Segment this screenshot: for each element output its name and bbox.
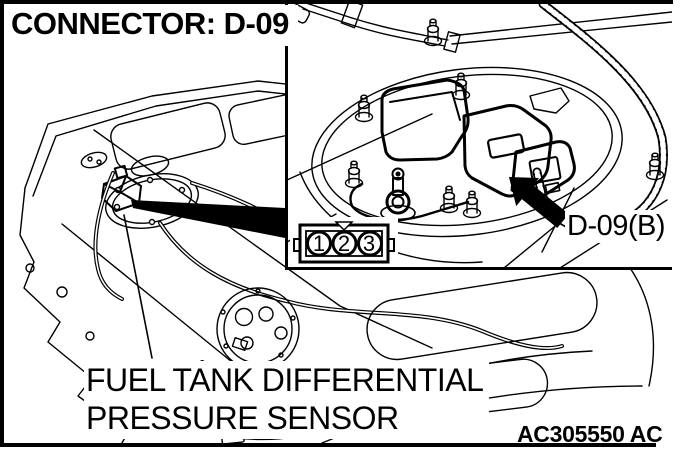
component-label: FUEL TANK DIFFERENTIAL PRESSURE SENSOR [84, 361, 490, 439]
inset-left-border [285, 4, 288, 267]
stud-bolts [344, 18, 665, 219]
connector-callout-label: D-09(B) [565, 210, 668, 243]
pin-1-label: 1 [312, 231, 326, 256]
inset-bottom-border [285, 267, 672, 270]
pin-index-triangle-icon [334, 221, 354, 232]
component-label-line2: PRESSURE SENSOR [86, 399, 399, 436]
figure-title: CONNECTOR: D-09 [6, 5, 298, 46]
zoom-wedge-icon [131, 200, 285, 238]
figure-code: AC305550 AC [517, 421, 663, 447]
label-leader-line [123, 214, 153, 359]
callout-arrow-icon [509, 177, 569, 228]
pin-3-label: 3 [362, 231, 376, 256]
harness-drawing [532, 4, 668, 234]
component-label-line1: FUEL TANK DIFFERENTIAL [86, 362, 484, 398]
figure-frame [0, 0, 673, 447]
pin-2-label: 2 [337, 231, 351, 256]
pin-connector-diagram [290, 217, 398, 266]
